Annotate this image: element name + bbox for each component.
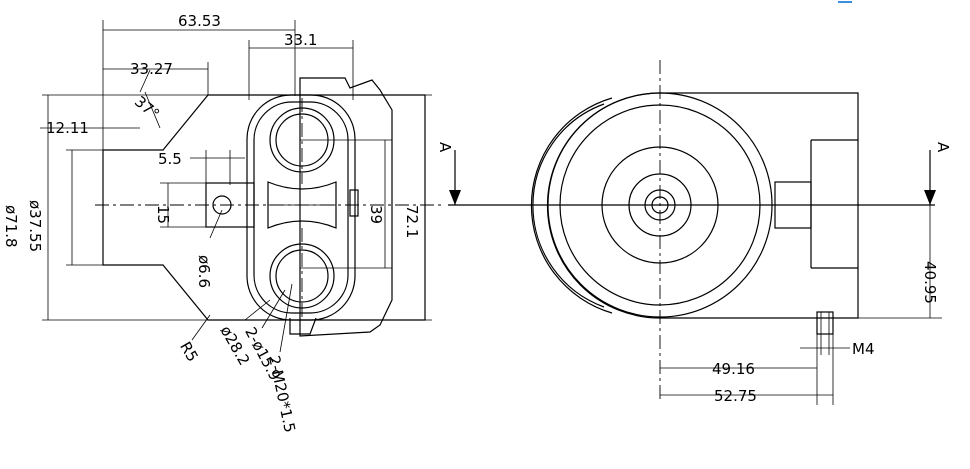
dim-m20: 2-M20*1.5 bbox=[265, 354, 299, 434]
dim-39: 39 bbox=[367, 205, 385, 224]
section-label-right: A bbox=[934, 142, 952, 153]
dim-63-53: 63.53 bbox=[178, 12, 221, 30]
m4-stud bbox=[816, 311, 834, 335]
dim-m4: M4 bbox=[852, 340, 875, 358]
dim-5-5: 5.5 bbox=[158, 150, 182, 168]
dim-15: 15 bbox=[154, 205, 172, 224]
dim-33-27: 33.27 bbox=[130, 60, 173, 78]
left-labels: 63.53 33.1 33.27 37° 12.11 5.5 ø37.55 ø7… bbox=[2, 12, 421, 434]
section-line: A A bbox=[436, 142, 952, 206]
dim-72-1: 72.1 bbox=[403, 205, 421, 238]
port-body-outer bbox=[246, 94, 356, 321]
dim-49-16: 49.16 bbox=[712, 360, 755, 378]
section-label-left: A bbox=[436, 142, 454, 153]
dim-angle-37: 37° bbox=[131, 92, 163, 123]
right-dimension-lines bbox=[660, 205, 942, 405]
dim-r5: R5 bbox=[176, 339, 202, 365]
dim-dia-37-55: ø37.55 bbox=[26, 200, 44, 252]
left-dimension-lines bbox=[40, 20, 432, 353]
front-view bbox=[95, 77, 445, 337]
dim-12-11: 12.11 bbox=[46, 119, 89, 137]
dim-40-95: 40.95 bbox=[921, 261, 939, 304]
right-labels: 40.95 M4 49.16 52.75 bbox=[712, 261, 939, 405]
dim-dia-71-8: ø71.8 bbox=[2, 205, 20, 248]
dim-dia-6-6: ø6.6 bbox=[195, 255, 213, 288]
dim-33-1: 33.1 bbox=[284, 31, 317, 49]
side-view bbox=[530, 60, 859, 400]
dim-52-75: 52.75 bbox=[714, 387, 757, 405]
